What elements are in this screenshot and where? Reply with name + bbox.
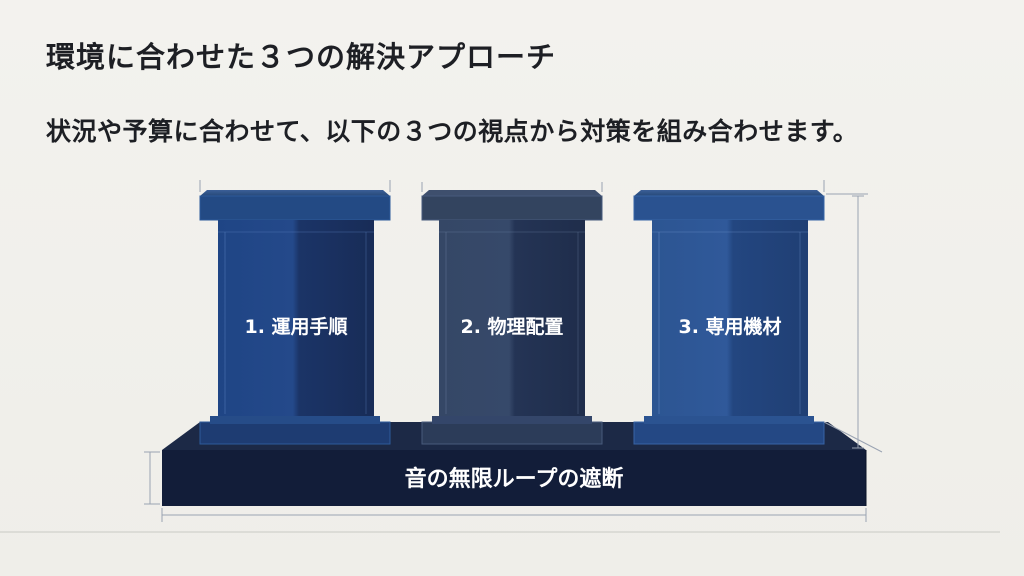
pillar-2: 2. 物理配置 (421, 190, 603, 445)
slide-subtitle: 状況や予算に合わせて、以下の３つの視点から対策を組み合わせます。 (46, 117, 859, 146)
pillar-3-label: 3. 専用機材 (678, 315, 781, 338)
dimension-lines (144, 180, 883, 522)
pillar-1-label: 1. 運用手順 (244, 315, 348, 338)
pillar-2-label: 2. 物理配置 (460, 315, 563, 338)
pillar-1: 1. 運用手順 (199, 190, 391, 445)
pillar-3: 3. 専用機材 (633, 190, 825, 445)
slide-title: 環境に合わせた３つの解決アプローチ (46, 40, 557, 74)
foundation-label: 音の無限ループの遮断 (405, 466, 624, 492)
